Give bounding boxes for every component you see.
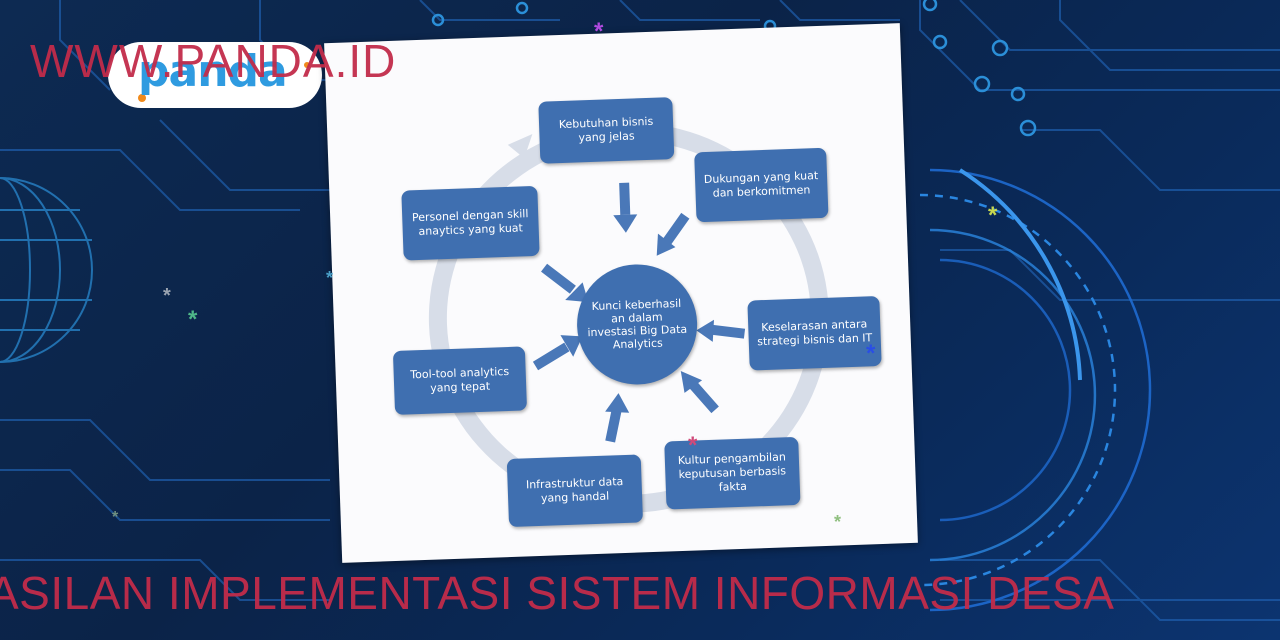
sparkle-icon: * <box>188 308 197 332</box>
arrow <box>691 382 715 411</box>
node-dukungan: Dukungan yang kuat dan berkomitmen <box>694 148 828 223</box>
sparkle-icon: * <box>866 342 875 366</box>
sparkle-icon: * <box>594 20 603 44</box>
node-kebutuhan: Kebutuhan bisnis yang jelas <box>538 97 674 164</box>
arrow <box>712 329 744 335</box>
sparkle-icon: * <box>112 506 118 530</box>
sparkle-icon: * <box>326 266 333 290</box>
arrow <box>666 216 686 242</box>
node-personel: Personel dengan skill anaytics yang kuat <box>401 186 539 261</box>
node-infrastruktur: Infrastruktur data yang handal <box>507 454 643 527</box>
arrow <box>544 267 573 291</box>
caption-title: ASILAN IMPLEMENTASI SISTEM INFORMASI DES… <box>0 566 1114 620</box>
node-keselarasan: Keselarasan antara strategi bisnis dan I… <box>747 296 881 371</box>
node-kultur: Kultur pengambilan keputusan berbasis fa… <box>664 437 800 510</box>
node-tools: Tool-tool analytics yang tepat <box>393 346 527 415</box>
sparkle-icon: * <box>834 510 841 534</box>
watermark-url: WWW.PANDA.ID <box>30 34 396 88</box>
sparkle-icon: * <box>988 204 997 228</box>
sparkle-icon: * <box>688 434 697 458</box>
arrow <box>535 347 568 366</box>
sparkle-icon: * <box>163 284 171 308</box>
arrow <box>609 408 618 441</box>
arrow <box>624 183 625 215</box>
diagram-image: Kebutuhan bisnis yang jelas Dukungan yan… <box>324 23 918 563</box>
